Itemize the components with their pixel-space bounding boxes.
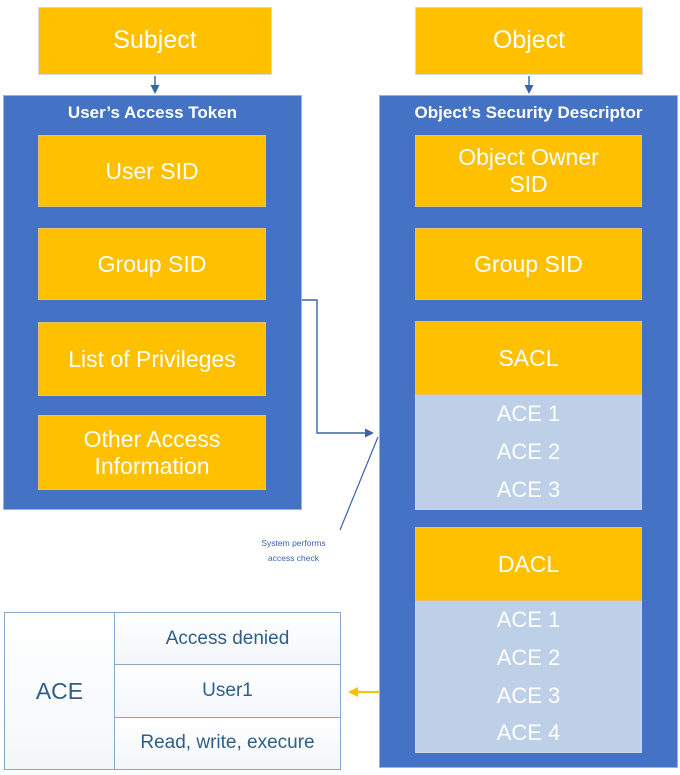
token-item-other-access-information: Other Access Information <box>38 415 266 490</box>
ace-table-row-trustee: User1 <box>115 664 340 717</box>
annotation-line-1: System performs <box>261 538 326 548</box>
sacl-entries: ACE 1 ACE 2 ACE 3 <box>415 395 642 510</box>
ace-table-cell: Access denied <box>165 627 290 649</box>
dacl-ace-entry: ACE 3 <box>496 682 561 708</box>
descriptor-item-group-sid: Group SID <box>415 228 642 300</box>
token-item-label: User SID <box>105 157 199 184</box>
token-item-group-sid: Group SID <box>38 228 266 300</box>
object-box: Object <box>415 7 643 75</box>
dacl-ace-entry: ACE 4 <box>496 720 561 746</box>
sacl-ace-entry: ACE 1 <box>496 401 561 427</box>
subject-label: Subject <box>113 26 197 55</box>
ace-table-row-permissions: Read, write, execure <box>115 716 340 769</box>
sacl-label: SACL <box>498 344 559 371</box>
sacl-ace-entry: ACE 3 <box>496 476 561 502</box>
token-item-label: Group SID <box>97 250 207 277</box>
dacl-label: DACL <box>497 550 560 577</box>
ace-table-label: ACE <box>35 677 84 704</box>
ace-detail-table: ACE Access denied User1 Read, write, exe… <box>4 612 341 770</box>
access-check-annotation: System performs access check <box>206 536 381 567</box>
subject-box: Subject <box>38 7 272 75</box>
token-item-label: List of Privileges <box>68 345 236 372</box>
token-item-label: Other Access Information <box>83 425 221 479</box>
ace-table-rows: Access denied User1 Read, write, execure <box>115 613 340 769</box>
security-descriptor-title: Object’s Security Descriptor <box>414 103 643 122</box>
ace-table-cell: Read, write, execure <box>140 732 315 754</box>
ace-table-cell: User1 <box>202 679 253 701</box>
token-item-list-of-privileges: List of Privileges <box>38 322 266 396</box>
sacl-header: SACL <box>415 321 642 395</box>
token-item-user-sid: User SID <box>38 135 266 207</box>
arrow-access-check <box>302 299 374 438</box>
dacl-entries: ACE 1 ACE 2 ACE 3 ACE 4 <box>415 601 642 753</box>
ace-table-label-cell: ACE <box>5 613 115 769</box>
descriptor-item-label: Group SID <box>474 250 583 277</box>
descriptor-item-object-owner-sid: Object Owner SID <box>415 135 642 207</box>
descriptor-item-label: Object Owner SID <box>458 144 599 197</box>
annotation-leader-line <box>339 436 379 531</box>
ace-table-row-access-type: Access denied <box>115 613 340 665</box>
sacl-ace-entry: ACE 2 <box>496 439 561 465</box>
dacl-ace-entry: ACE 2 <box>496 644 561 670</box>
object-label: Object <box>492 26 566 55</box>
access-token-title: User’s Access Token <box>67 103 238 122</box>
dacl-ace-entry: ACE 1 <box>496 606 561 632</box>
dacl-header: DACL <box>415 527 642 601</box>
annotation-line-2: access check <box>267 553 320 564</box>
